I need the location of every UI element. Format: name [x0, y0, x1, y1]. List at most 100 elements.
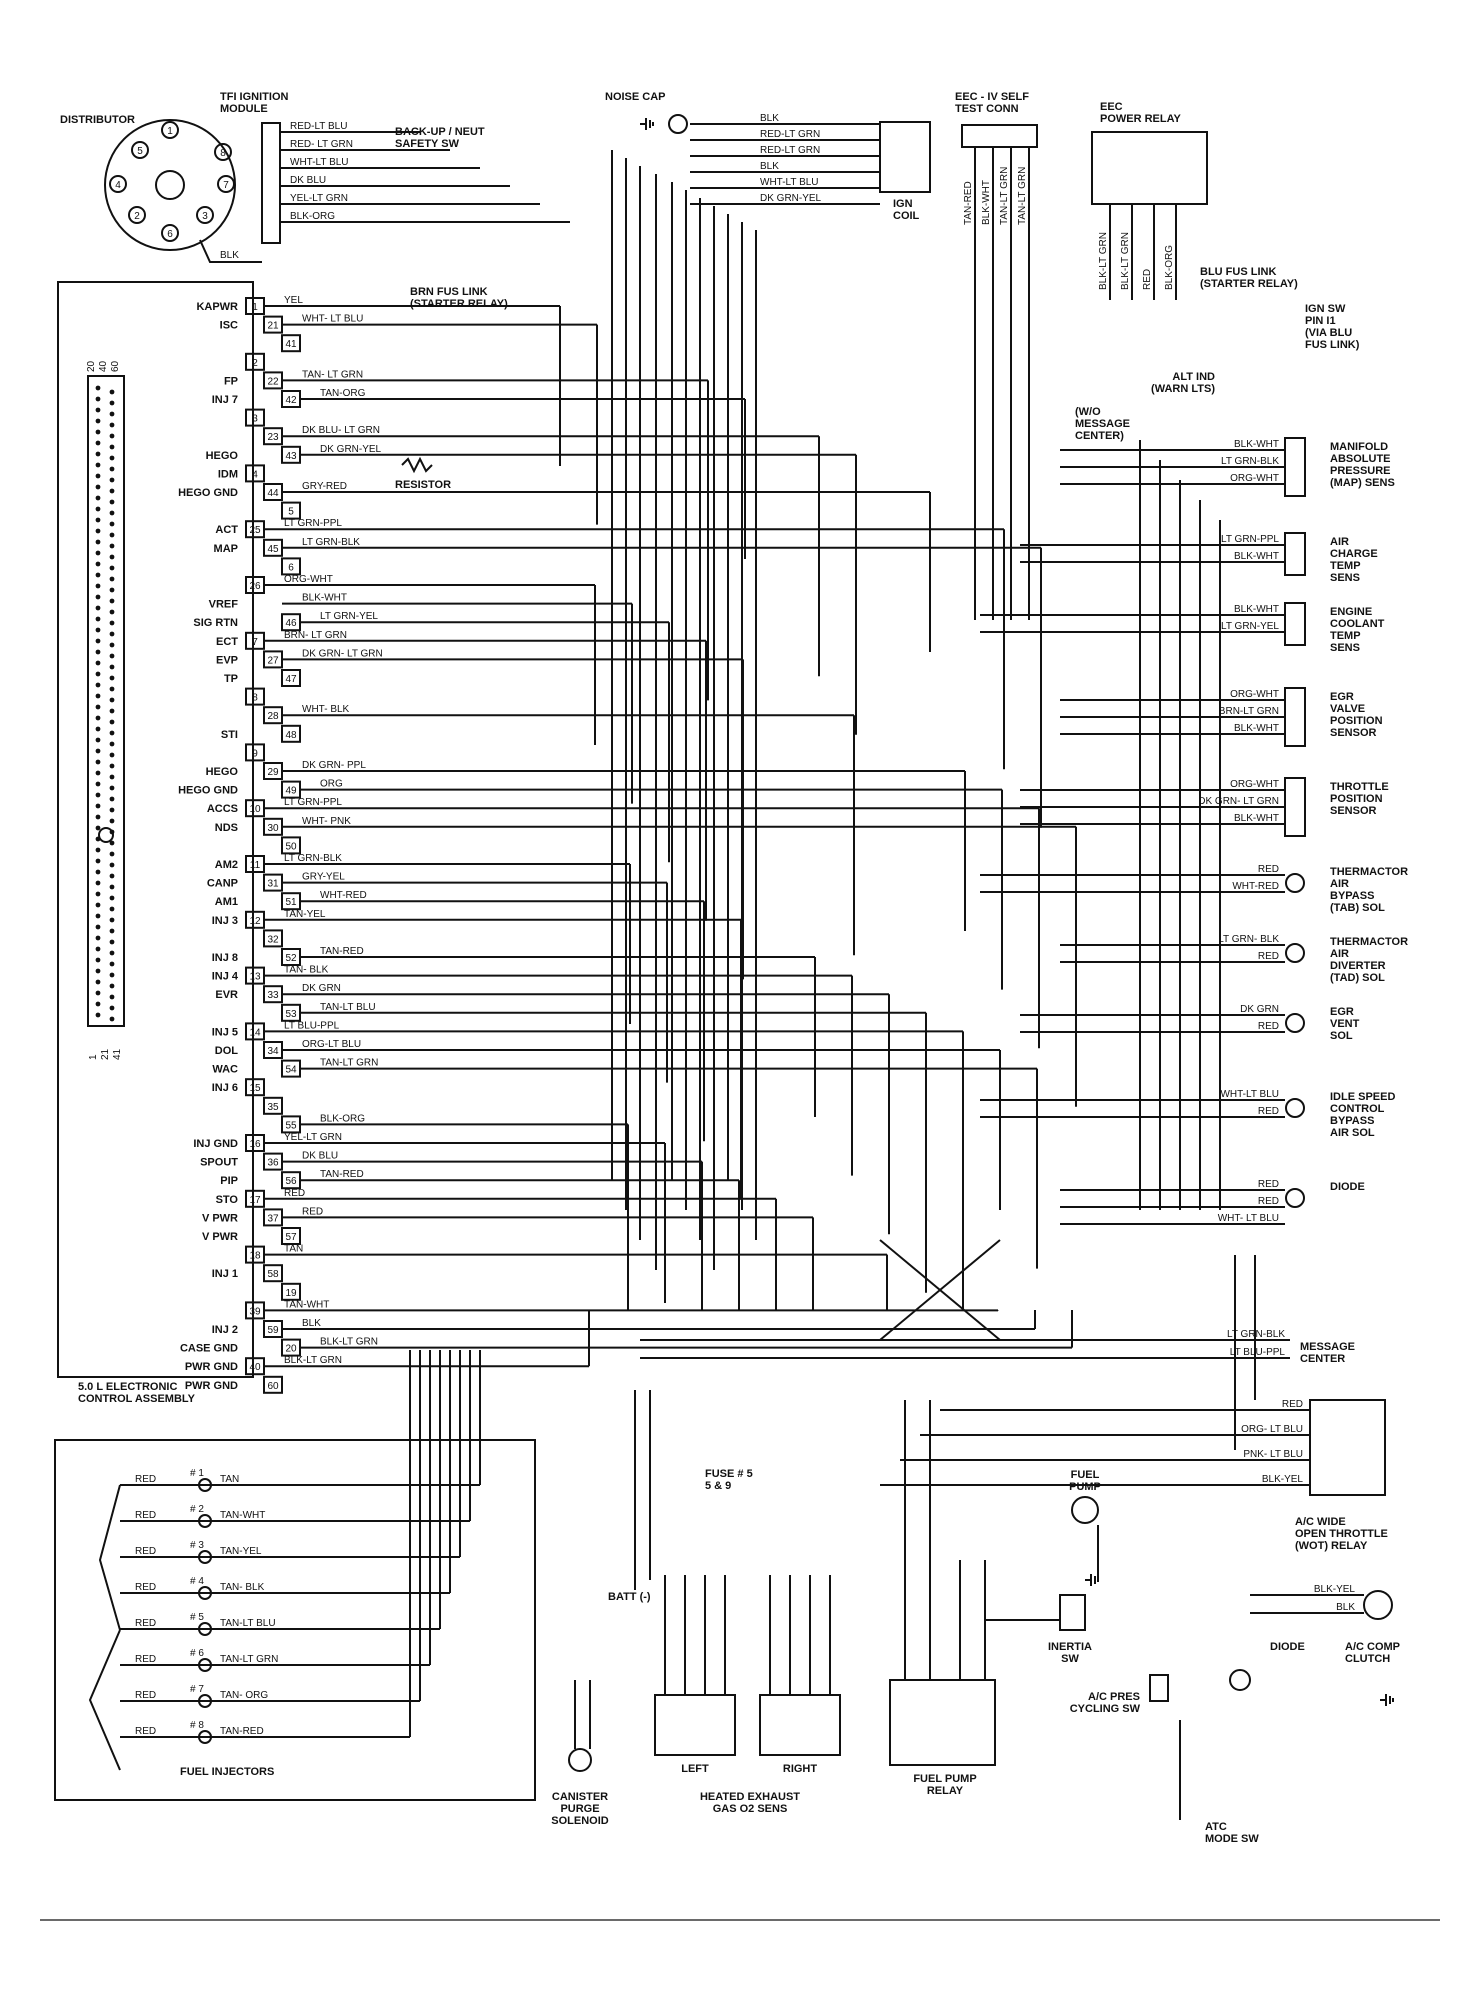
ecu-connector	[87, 375, 125, 1027]
sensor-connector	[1284, 687, 1306, 747]
sensor-connector	[1284, 532, 1306, 576]
ecu-wire-label: DK GRN- LT GRN	[302, 648, 383, 659]
distributor-cap	[104, 119, 236, 251]
ecu-pin-name: VREF	[209, 599, 239, 611]
injector-number: # 1	[190, 1468, 204, 1479]
distributor-number: 6	[167, 229, 173, 240]
connector-pin-dot	[95, 737, 101, 743]
sensor-wire-label: BLK-WHT	[1234, 439, 1279, 450]
solenoid-connector	[1285, 943, 1305, 963]
ecu-pin-name: HEGO	[206, 766, 239, 778]
ecu-pin-number: 58	[267, 1269, 279, 1280]
connector-pin-dot	[109, 631, 115, 637]
injector-symbol	[198, 1478, 212, 1492]
ecu-pin-number: 19	[285, 1288, 297, 1299]
solenoid-connector	[1285, 873, 1305, 893]
ecu-housing	[57, 281, 254, 1378]
connector-pin-dot	[95, 616, 101, 622]
ecu-pin-number: 35	[267, 1102, 279, 1113]
ecu-pin-box	[281, 1059, 301, 1078]
ecu-pin-box	[245, 1134, 265, 1152]
ecu-pin-number: 21	[267, 321, 279, 332]
ecu-pin-number: 30	[267, 823, 279, 834]
ecu-wire-label: TAN- LT GRN	[302, 369, 363, 380]
connector-pin-dot	[109, 664, 115, 670]
relay-wire-label: BLK-ORG	[1164, 245, 1175, 290]
ecu-pin-box	[263, 1096, 283, 1115]
connector-pin-dot	[95, 803, 101, 809]
connector-pin-dot	[95, 473, 101, 479]
ecu-pin-box	[281, 669, 301, 687]
ac-wot-wire-label: PNK- LT BLU	[1243, 1449, 1303, 1460]
ecu-pin-name: HEGO GND	[178, 487, 238, 499]
injector-symbol	[198, 1550, 212, 1564]
connector-pin-dot	[109, 554, 115, 560]
ecu-pin-box	[245, 1078, 265, 1097]
injector-bus	[88, 1629, 121, 1771]
ecu-pin-name: ECT	[216, 636, 238, 648]
connector-pin-dot	[109, 752, 115, 758]
ecu-wire-label: YEL	[284, 295, 303, 306]
ecu-pin-number: 28	[267, 711, 279, 722]
distributor-terminal	[196, 206, 214, 224]
connector-pin-dot	[95, 869, 101, 875]
connector-pin-dot	[95, 902, 101, 908]
ecu-wire-label: TAN- BLK	[284, 965, 329, 976]
ecu-pin-number: 29	[267, 767, 279, 778]
connector-pin-dot	[109, 840, 115, 846]
connector-pin-dot	[109, 796, 115, 802]
ecu-pin-box	[263, 1320, 283, 1338]
distributor-label: DISTRIBUTOR	[60, 114, 135, 126]
ecu-wire-label: LT BLU-PPL	[284, 1020, 340, 1031]
connector-pin-dot	[109, 521, 115, 527]
connector-pin-dot	[95, 550, 101, 556]
ac-wot-wire-label: BLK-YEL	[1262, 1474, 1304, 1485]
ecu-pin-number: 20	[285, 1344, 297, 1355]
ecu-pin-box	[245, 966, 265, 985]
connector-pin-dot	[109, 697, 115, 703]
ecu-pin-number: 25	[249, 525, 261, 536]
ecu-pin-name: AM2	[215, 859, 238, 871]
ecu-wire-label: DK BLU- LT GRN	[302, 425, 380, 436]
ecu-pin-box	[245, 1301, 265, 1320]
tfi-wire-label: RED-LT BLU	[290, 121, 347, 132]
ecu-pin-number: 17	[249, 1195, 261, 1206]
connector-pin-dot	[95, 990, 101, 996]
ecu-pin-box	[245, 520, 265, 539]
ecu-pin-name: ACT	[215, 524, 238, 536]
tfi-wire-label: WHT-LT BLU	[290, 157, 349, 168]
ecu-pin-number: 48	[285, 730, 297, 741]
ecu-pin-box	[263, 371, 283, 390]
connector-pin-dot	[95, 671, 101, 677]
ecu-wire-label: ORG-WHT	[284, 574, 333, 585]
diode-symbol	[1229, 1669, 1251, 1691]
connector-pin-dot	[95, 418, 101, 424]
sensor-wire-label: LT GRN-YEL	[1221, 621, 1279, 632]
selftest-wire-label: TAN-LT GRN	[1017, 167, 1028, 225]
sensor-wire-label: BLK-WHT	[1234, 551, 1279, 562]
ecu-wire-label: TAN-LT GRN	[320, 1058, 378, 1069]
ecu-pin-box	[263, 873, 283, 892]
ecu-pin-box	[281, 334, 301, 353]
connector-bottom-number: 21	[100, 1048, 111, 1060]
injector-symbol	[198, 1622, 212, 1636]
ecu-pin-box	[281, 613, 301, 632]
connector-pin-dot	[95, 572, 101, 578]
connector-pin-dot	[95, 429, 101, 435]
connector-pin-dot	[109, 730, 115, 736]
sensor-wire-label: LT GRN- BLK	[1218, 934, 1279, 945]
selftest-wire-label: TAN-LT GRN	[999, 167, 1010, 225]
ecu-pin-name: EVR	[215, 989, 238, 1001]
injector-number: # 4	[190, 1576, 204, 1587]
ecu-pin-box	[263, 985, 283, 1004]
ecu-pin-number: 11	[250, 860, 261, 871]
ecu-pin-number: 40	[249, 1362, 261, 1373]
connector-pin-dot	[109, 906, 115, 912]
ign-coil	[879, 121, 931, 193]
